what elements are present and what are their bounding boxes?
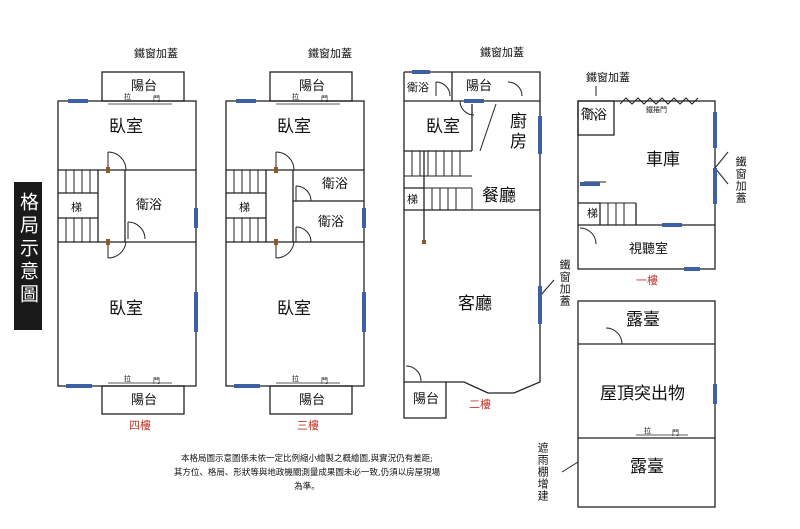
leader-lines	[539, 86, 729, 473]
roof-canopy-label: 遮雨棚增建	[536, 442, 550, 502]
roof-penthouse-label: 屋頂突出物	[600, 384, 685, 404]
f2-top-window-label: 鐵窗加蓋	[480, 46, 524, 59]
f3-bedroom-top-label: 臥室	[277, 117, 311, 137]
plan-title: 格局示意圖	[17, 192, 39, 307]
f2-bath-label: 衛浴	[407, 81, 429, 94]
f4-floor-label: 四樓	[129, 419, 151, 432]
f2-floor-label: 二樓	[469, 398, 491, 411]
f4-pull-top-label: 拉	[124, 93, 131, 101]
f1-roll-door-label: 鐵捲門	[646, 106, 667, 114]
disclaimer-line: 本格局圖示意圖係未依一定比例縮小繪製之概繪圖,與實況仍有差距;	[180, 454, 434, 464]
roof-terrace-top-label: 露臺	[626, 310, 660, 330]
f4-bath-label: 衛浴	[136, 198, 163, 213]
f2-dining-label: 餐廳	[482, 186, 516, 206]
f3-door-bottom-label: 門	[321, 377, 328, 385]
f3-top-window-label: 鐵窗加蓋	[308, 47, 352, 60]
floor-1-door-swings	[579, 107, 597, 245]
f3-bath1-label: 衛浴	[322, 177, 349, 192]
roof-pull-label: 拉	[644, 427, 651, 435]
f3-balcony-bottom-label: 陽台	[299, 393, 326, 408]
f3-floor-label: 三樓	[297, 419, 319, 432]
f3-pull-bottom-label: 拉	[292, 375, 299, 383]
f2-kitchen-label: 廚房	[510, 112, 527, 152]
f4-pull-bottom-label: 拉	[124, 375, 131, 383]
f3-bedroom-main-label: 臥室	[277, 299, 311, 319]
f3-balcony-top-label: 陽台	[299, 79, 326, 94]
f1-top-window-label: 鐵窗加蓋	[586, 71, 630, 84]
window-marks	[66, 70, 717, 404]
floor-3-door-swings	[275, 100, 340, 387]
f4-balcony-bottom-label: 陽台	[131, 393, 158, 408]
door-posts	[106, 167, 426, 245]
f3-stairs-label: 梯	[239, 201, 250, 214]
f4-top-window-label: 鐵窗加蓋	[134, 47, 178, 60]
plan-title-band: 格局示意圖	[14, 182, 42, 330]
roll-door-zigzag	[619, 97, 699, 105]
floor-4-stairs	[65, 170, 91, 242]
f1-side-window-label: 鐵窗加蓋	[734, 156, 748, 204]
f4-bedroom-main-label: 臥室	[109, 299, 143, 319]
f2-side-window-label: 鐵窗加蓋	[558, 259, 572, 307]
f4-door-bottom-label: 門	[153, 377, 160, 385]
f4-balcony-top-label: 陽台	[131, 79, 158, 94]
f2-balcony-bottom-label: 陽台	[413, 392, 440, 407]
f1-bath-label: 衛浴	[581, 108, 608, 123]
f1-garage-label: 車庫	[646, 150, 680, 170]
f2-living-label: 客廳	[458, 294, 492, 314]
f2-bedroom-label: 臥室	[426, 117, 460, 137]
f1-av-room-label: 視聽室	[629, 242, 669, 257]
f2-stairs-label: 梯	[407, 193, 418, 206]
disclaimer-line: 其方位、格局、形狀等與地政機關測量成果圖未必一致,仍須以房屋現場為準。	[173, 468, 441, 492]
roof-door-label: 門	[672, 429, 679, 437]
disclaimer-note: 本格局圖示意圖係未依一定比例縮小繪製之概繪圖,與實況仍有差距; 其方位、格局、形…	[172, 452, 442, 494]
f4-bedroom-top-label: 臥室	[109, 117, 143, 137]
floor-2-stairs	[404, 151, 473, 210]
f3-pull-top-label: 拉	[292, 93, 299, 101]
floor-4-door-swings	[107, 100, 172, 387]
floor-2-walls	[403, 71, 541, 419]
f3-door-top-label: 門	[321, 95, 328, 103]
f3-bath2-label: 衛浴	[318, 215, 345, 230]
floor-3-stairs	[233, 170, 259, 242]
f4-door-top-label: 門	[153, 95, 160, 103]
floor-2-door-swings	[405, 81, 523, 382]
f1-stairs-label: 梯	[587, 207, 598, 220]
f1-floor-label: 一樓	[636, 274, 658, 287]
roof-terrace-bottom-label: 露臺	[630, 457, 664, 477]
f4-stairs-label: 梯	[71, 201, 82, 214]
f2-balcony-top-label: 陽台	[466, 79, 493, 94]
